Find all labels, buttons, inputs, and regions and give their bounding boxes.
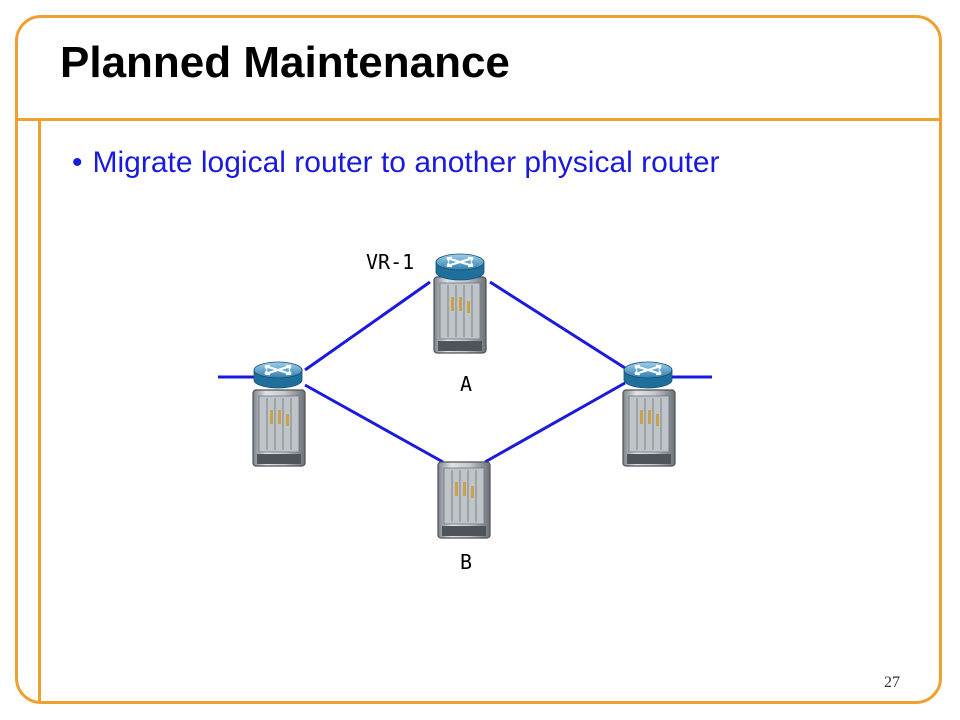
router-right xyxy=(622,361,676,467)
label-vr-1: VR-1 xyxy=(366,250,415,274)
label-b: B xyxy=(460,550,473,574)
router-disk-icon xyxy=(435,253,485,281)
bullet-item: • Migrate logical router to another physi… xyxy=(72,146,720,180)
router-B xyxy=(437,461,491,539)
slide-frame xyxy=(15,15,942,704)
title-divider xyxy=(15,118,942,121)
link-A-right xyxy=(489,280,626,370)
slide-title: Planned Maintenance xyxy=(60,38,510,87)
chassis-icon xyxy=(437,461,491,539)
router-left xyxy=(252,361,306,467)
side-divider xyxy=(38,121,41,701)
label-a: A xyxy=(460,372,473,396)
chassis-icon xyxy=(622,389,676,467)
chassis-icon xyxy=(433,276,487,354)
router-A xyxy=(433,253,487,354)
link-B-right xyxy=(484,381,626,464)
bullet-dot: • xyxy=(72,146,83,179)
router-disk-icon xyxy=(623,361,673,389)
bullet-text: Migrate logical router to another physic… xyxy=(92,146,720,179)
page-number: 27 xyxy=(884,674,900,691)
chassis-icon xyxy=(252,389,306,467)
link-left-B xyxy=(304,383,444,464)
link-left-A xyxy=(304,280,431,372)
router-disk-icon xyxy=(253,361,303,389)
